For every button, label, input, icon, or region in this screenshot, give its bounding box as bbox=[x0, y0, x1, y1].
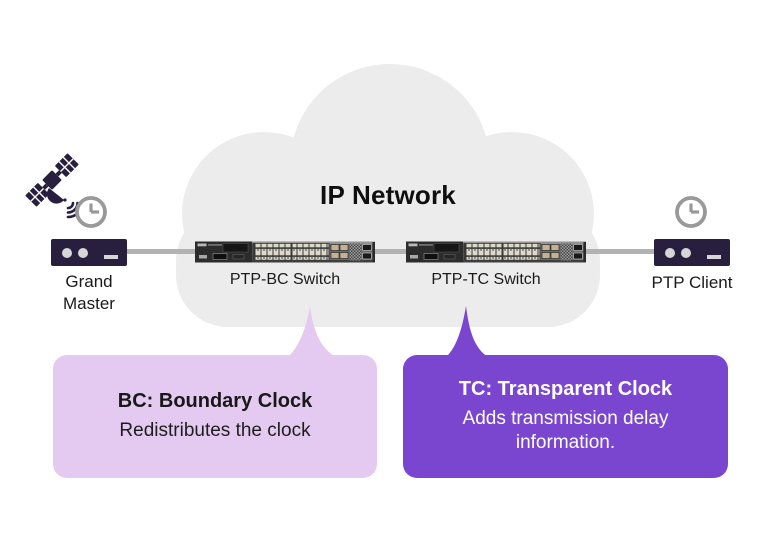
bc-callout-title: BC: Boundary Clock bbox=[117, 390, 313, 413]
bc-callout-pointer bbox=[288, 306, 336, 357]
ip-network-label: IP Network bbox=[320, 180, 456, 210]
bc-callout-body: Redistributes the clock bbox=[119, 420, 311, 442]
grand-master-label: Grand Master bbox=[63, 272, 115, 314]
callout-pointers bbox=[288, 306, 488, 357]
ptp-bc-switch-image bbox=[195, 241, 375, 263]
ptp-client-device bbox=[654, 239, 730, 266]
device-led bbox=[62, 247, 72, 258]
tc-callout-body: Adds transmission delay information. bbox=[462, 408, 669, 453]
device-port bbox=[707, 254, 721, 259]
device-port bbox=[104, 254, 118, 259]
network-connection-line bbox=[110, 249, 670, 254]
gps-satellite-icon bbox=[25, 153, 84, 219]
bc-callout: BC: Boundary Clock Redistributes the clo… bbox=[53, 355, 377, 478]
ptp-tc-switch-label: PTP-TC Switch bbox=[431, 271, 541, 288]
tc-callout-title: TC: Transparent Clock bbox=[458, 378, 673, 401]
tc-callout-pointer bbox=[446, 306, 488, 357]
ptp-client-label: PTP Client bbox=[651, 273, 733, 292]
device-led bbox=[78, 247, 88, 258]
clock-icon bbox=[75, 196, 107, 228]
device-led bbox=[681, 247, 691, 258]
tc-callout: TC: Transparent Clock Adds transmission … bbox=[403, 355, 728, 478]
clock-icon bbox=[675, 196, 707, 228]
ptp-bc-switch-label: PTP-BC Switch bbox=[229, 271, 341, 288]
ptp-tc-switch-image bbox=[406, 241, 586, 263]
grand-master-device bbox=[51, 239, 127, 266]
device-led bbox=[665, 247, 675, 258]
